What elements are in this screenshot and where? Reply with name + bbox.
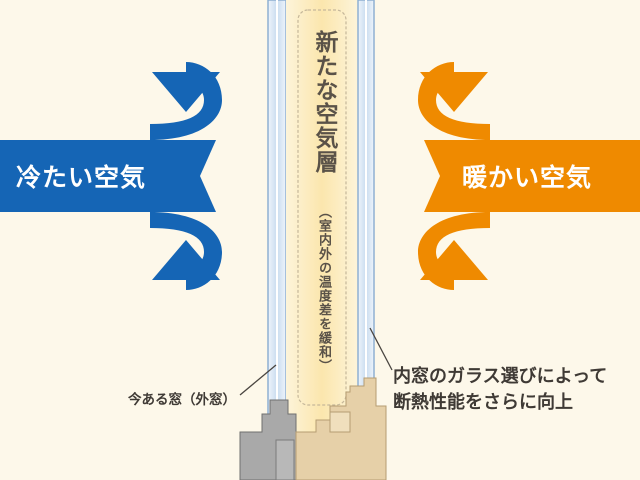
cold-arrow-band — [0, 140, 216, 212]
warm-arrow-band — [424, 140, 640, 212]
air-layer-note: （室内外の温度差を緩和） — [316, 205, 331, 373]
cold-air-arrow — [0, 62, 222, 290]
cold-arrow-notch — [200, 140, 216, 212]
warm-air-label: 暖かい空気 — [462, 163, 593, 192]
outer-window-label: 今ある窓（外窓） — [128, 392, 236, 408]
warm-arrow-head-up — [420, 72, 488, 112]
cold-air-label: 冷たい空気 — [16, 163, 147, 192]
inner-window-leader — [369, 327, 393, 371]
cold-arrow-head-down — [152, 240, 220, 280]
cold-arrow-head-up — [152, 72, 220, 112]
outer-window-leader — [239, 364, 277, 396]
warm-arrow-head-down — [420, 240, 488, 280]
inner-window-label-line2: 断熱性能をさらに向上 — [393, 392, 573, 413]
warm-air-arrow — [418, 62, 640, 290]
inner-window-label-line1: 内窓のガラス選びによって — [393, 366, 608, 387]
warm-arrow-notch — [424, 140, 440, 212]
inner-window-glass — [357, 0, 375, 441]
outer-window-glass — [267, 0, 287, 441]
air-layer-title: 新たな空気層 — [311, 30, 337, 174]
air-layer-label-box — [297, 9, 347, 406]
outer-window-frame-inner — [275, 439, 295, 480]
inner-window-frame-detail — [329, 411, 351, 433]
